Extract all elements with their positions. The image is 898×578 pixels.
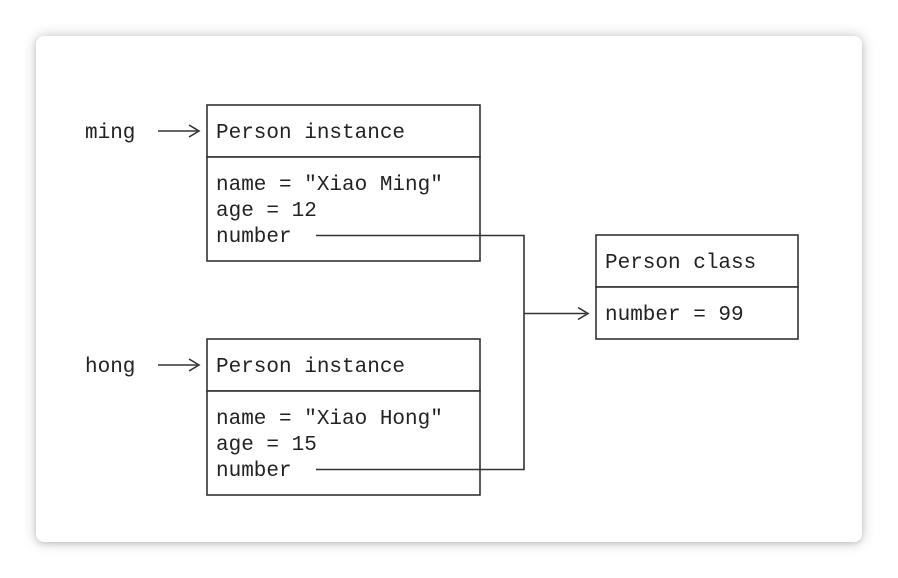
number-fields-bracket <box>316 234 525 471</box>
class-title: Person class <box>605 252 756 275</box>
instance-ming-title: Person instance <box>216 122 405 145</box>
instance-ming-body <box>206 156 481 262</box>
instance-ming-number-field: number <box>216 226 292 249</box>
instance-ming-age-field: age = 12 <box>216 200 317 223</box>
instance-box-hong: Person instance name = "Xiao Hong" age =… <box>206 338 481 496</box>
variable-hong-label: hong <box>85 356 135 379</box>
instance-ming-name-field: name = "Xiao Ming" <box>216 174 443 197</box>
instance-ming-header <box>206 104 481 158</box>
hong-pointer-arrow <box>158 358 201 372</box>
instance-hong-name-field: name = "Xiao Hong" <box>216 408 443 431</box>
instance-hong-body <box>206 390 481 496</box>
class-number-field: number = 99 <box>605 304 744 327</box>
class-header <box>595 234 799 288</box>
variable-ming-label: ming <box>85 122 135 145</box>
ming-pointer-arrow <box>158 124 201 138</box>
instance-hong-title: Person instance <box>216 356 405 379</box>
class-box-person: Person class number = 99 <box>595 234 799 340</box>
instance-box-ming: Person instance name = "Xiao Ming" age =… <box>206 104 481 262</box>
class-pointer-arrowhead <box>577 306 590 321</box>
instance-hong-age-field: age = 15 <box>216 434 317 457</box>
class-body <box>595 286 799 340</box>
instance-hong-header <box>206 338 481 392</box>
instance-hong-number-field: number <box>216 460 292 483</box>
number-reference-connector <box>316 234 590 471</box>
